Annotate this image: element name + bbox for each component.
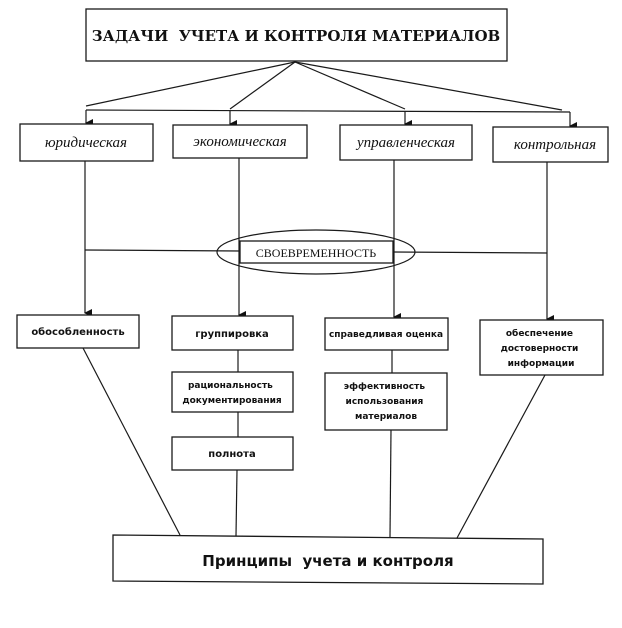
central-node: СВОЕВРЕМЕННОСТЬ bbox=[216, 229, 416, 275]
connector-line bbox=[235, 469, 238, 537]
footer-label: Принципы учета и контроля bbox=[202, 552, 453, 570]
principle-box-obosoblennost: обособленность bbox=[16, 314, 140, 349]
connector-line bbox=[392, 251, 548, 254]
principle-box-frame bbox=[171, 315, 294, 351]
principle-box-gruppirovka: группировка bbox=[171, 315, 294, 351]
distribution-bus-line bbox=[85, 109, 571, 113]
function-box-frame bbox=[492, 126, 609, 163]
function-box-control: контрольная bbox=[492, 126, 609, 163]
connector-line bbox=[389, 429, 392, 538]
principle-label-line: рациональность bbox=[188, 381, 273, 391]
footer-box: Принципы учета и контроля bbox=[112, 534, 544, 585]
central-label: СВОЕВРЕМЕННОСТЬ bbox=[256, 246, 376, 260]
function-label: контрольная bbox=[514, 137, 596, 153]
function-box-legal: юридическая bbox=[19, 123, 154, 162]
principle-label: эффективность использования материалов bbox=[344, 382, 428, 422]
principle-label-line: использования bbox=[346, 397, 424, 407]
principle-label: обособленность bbox=[31, 326, 124, 338]
function-box-managerial: управленческая bbox=[339, 124, 473, 161]
principle-box-frame bbox=[324, 372, 448, 431]
connector-line bbox=[229, 61, 296, 110]
principle-label: полнота bbox=[208, 449, 255, 460]
principle-connectors bbox=[82, 347, 546, 539]
principle-box-dostovernost: обеспечение достоверности информации bbox=[479, 319, 604, 376]
central-box-frame bbox=[239, 240, 394, 264]
connector-line bbox=[294, 61, 563, 111]
principle-label: справедливая оценка bbox=[329, 330, 443, 340]
principle-label-line: обеспечение bbox=[506, 328, 573, 339]
central-ellipse bbox=[216, 229, 416, 275]
principle-label-line: информации bbox=[508, 359, 575, 369]
function-box-frame bbox=[19, 123, 154, 162]
function-label: экономическая bbox=[193, 134, 286, 150]
principle-box-effektivnost: эффективность использования материалов bbox=[324, 372, 448, 431]
function-label: управленческая bbox=[355, 135, 455, 151]
fan-connectors bbox=[85, 61, 577, 130]
function-label: юридическая bbox=[45, 135, 127, 151]
principle-box-frame bbox=[324, 317, 449, 351]
title-box-frame bbox=[85, 8, 508, 62]
principle-box-racionalnost: рациональность документирования bbox=[171, 371, 294, 413]
connector-line bbox=[82, 347, 181, 536]
principle-box-frame bbox=[171, 371, 294, 413]
connector-line bbox=[84, 249, 241, 252]
principle-label: рациональность документирования bbox=[182, 381, 282, 406]
title-box: ЗАДАЧИ УЧЕТА И КОНТРОЛЯ МАТЕРИАЛОВ bbox=[85, 8, 508, 62]
principle-label: группировка bbox=[195, 329, 269, 340]
principle-box-frame bbox=[16, 314, 140, 349]
principle-label-line: эффективность bbox=[344, 382, 426, 392]
function-box-frame bbox=[339, 124, 473, 161]
diagram-title: ЗАДАЧИ УЧЕТА И КОНТРОЛЯ МАТЕРИАЛОВ bbox=[92, 27, 500, 45]
function-box-frame bbox=[172, 124, 308, 159]
principle-label: обеспечение достоверности информации bbox=[501, 328, 582, 369]
principle-box-frame bbox=[171, 436, 294, 471]
function-to-principle-connectors bbox=[84, 158, 554, 323]
connector-line bbox=[456, 374, 546, 539]
footer-box-frame bbox=[112, 534, 544, 585]
principle-label-line: достоверности bbox=[501, 344, 579, 354]
principle-box-polnota: полнота bbox=[171, 436, 294, 471]
principle-box-frame bbox=[479, 319, 604, 376]
principle-label-line: материалов bbox=[355, 412, 417, 422]
principle-label-line: документирования bbox=[182, 396, 282, 406]
function-box-economic: экономическая bbox=[172, 124, 308, 159]
connector-line bbox=[294, 61, 406, 110]
connector-line bbox=[85, 61, 296, 107]
principle-box-spravedlivaya-ocenka: справедливая оценка bbox=[324, 317, 449, 351]
